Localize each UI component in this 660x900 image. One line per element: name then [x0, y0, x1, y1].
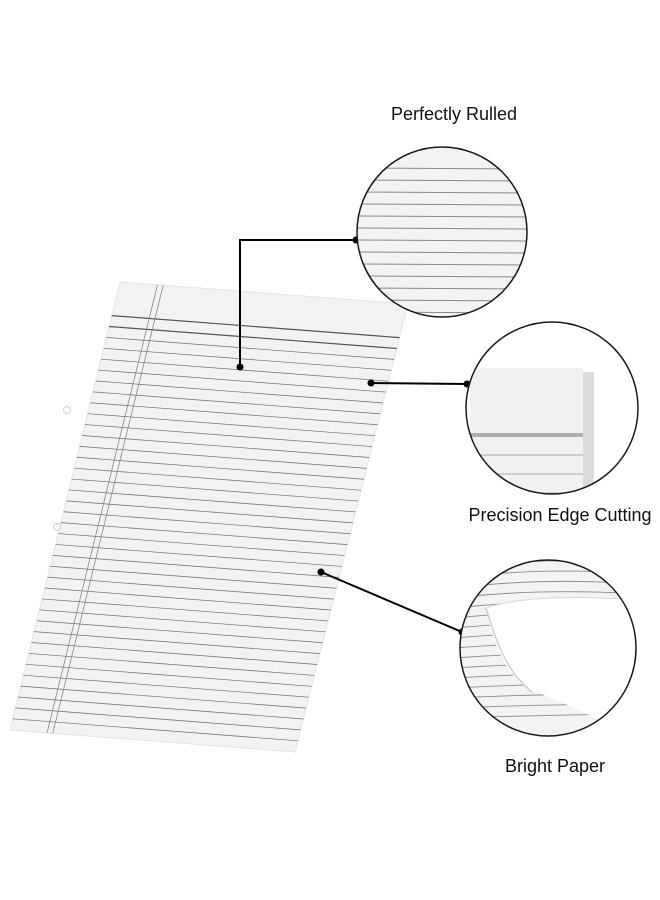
- zoom-rule-line: [357, 275, 527, 278]
- sheet-rule-line: [42, 598, 329, 622]
- sheet-rule-line: [20, 685, 307, 709]
- sheet-rule-line: [60, 522, 348, 545]
- sheet-rule-line: [34, 631, 320, 654]
- zoom-circle-rulled: [356, 146, 528, 318]
- sheet-rule-line: [15, 707, 301, 731]
- leader-line-paper: [320, 571, 463, 633]
- sheet-rule-lines: [12, 315, 400, 742]
- sheet-rule-line: [103, 347, 392, 371]
- sheet-rule-line: [50, 565, 337, 589]
- sheet-rule-line: [101, 358, 389, 382]
- sheet-margin-line: [46, 284, 158, 733]
- zoom-circle-paper: [459, 559, 637, 737]
- legal-pad-sheet: [9, 281, 409, 753]
- zoom-rule-line: [357, 251, 527, 254]
- sheet-rule-line: [31, 642, 318, 665]
- sheet-rule-line: [18, 696, 304, 720]
- sheet-rule-line: [84, 424, 373, 447]
- sheet-rule-line: [71, 478, 359, 502]
- zoom-rule-line: [357, 179, 527, 182]
- punch-hole-icon: [53, 523, 61, 531]
- zoom-rule-line: [357, 191, 527, 194]
- sheet-rule-line: [95, 380, 384, 404]
- callout-label-paper: Bright Paper: [504, 756, 606, 776]
- zoom-rule-line: [357, 239, 527, 242]
- sheet-rule-line: [44, 587, 331, 611]
- sheet-rule-line: [92, 391, 381, 415]
- sheet-rule-line: [36, 620, 323, 644]
- sheet-rule-line: [47, 576, 334, 600]
- zoom-rule-line: [357, 263, 527, 266]
- sheet-rule-line: [87, 413, 375, 437]
- zoom-rule-line: [357, 299, 527, 302]
- leader-dot-icon: [317, 568, 325, 576]
- sheet-rule-line: [55, 544, 342, 567]
- leader-line-rulled: [239, 239, 356, 367]
- sheet-rule-line: [52, 554, 340, 578]
- sheet-rule-line: [63, 511, 351, 535]
- zoom-rule-line: [357, 215, 527, 218]
- sheet-rule-line: [98, 369, 386, 393]
- sheet-rule-line: [90, 402, 378, 426]
- leader-dot-icon: [236, 363, 244, 371]
- zoom-circle-edge: [465, 321, 639, 495]
- sheet-rule-line: [106, 337, 395, 360]
- sheet-rule-line: [68, 489, 356, 513]
- zoom-rule-line: [357, 287, 527, 290]
- sheet-rule-line: [74, 467, 362, 491]
- sheet-rule-line: [76, 456, 364, 480]
- sheet-rule-line: [23, 674, 309, 698]
- callout-label-rulled: Perfectly Rulled: [390, 104, 518, 124]
- sheet-rule-line: [66, 500, 353, 524]
- sheet-margin-line: [52, 285, 164, 734]
- zoom-rule-line: [357, 203, 527, 206]
- sheet-rule-line: [79, 446, 367, 469]
- sheet-margin-lines: [46, 284, 164, 734]
- sheet-rule-line: [111, 315, 400, 339]
- sheet-rule-line: [28, 653, 315, 676]
- zoom-rule-line: [357, 167, 527, 170]
- sheet-rule-line: [82, 435, 370, 458]
- sheet-rule-line: [26, 663, 312, 687]
- sheet-rule-line: [58, 533, 345, 556]
- leader-line-edge: [370, 382, 468, 385]
- zoom-rule-line: [357, 227, 527, 230]
- leader-dot-icon: [367, 379, 375, 387]
- punch-hole-icon: [63, 406, 71, 414]
- sheet-rule-line: [12, 718, 298, 742]
- sheet-rule-line: [109, 325, 397, 350]
- sheet-rule-line: [39, 609, 326, 633]
- callout-label-edge: Precision Edge Cutting: [468, 505, 652, 525]
